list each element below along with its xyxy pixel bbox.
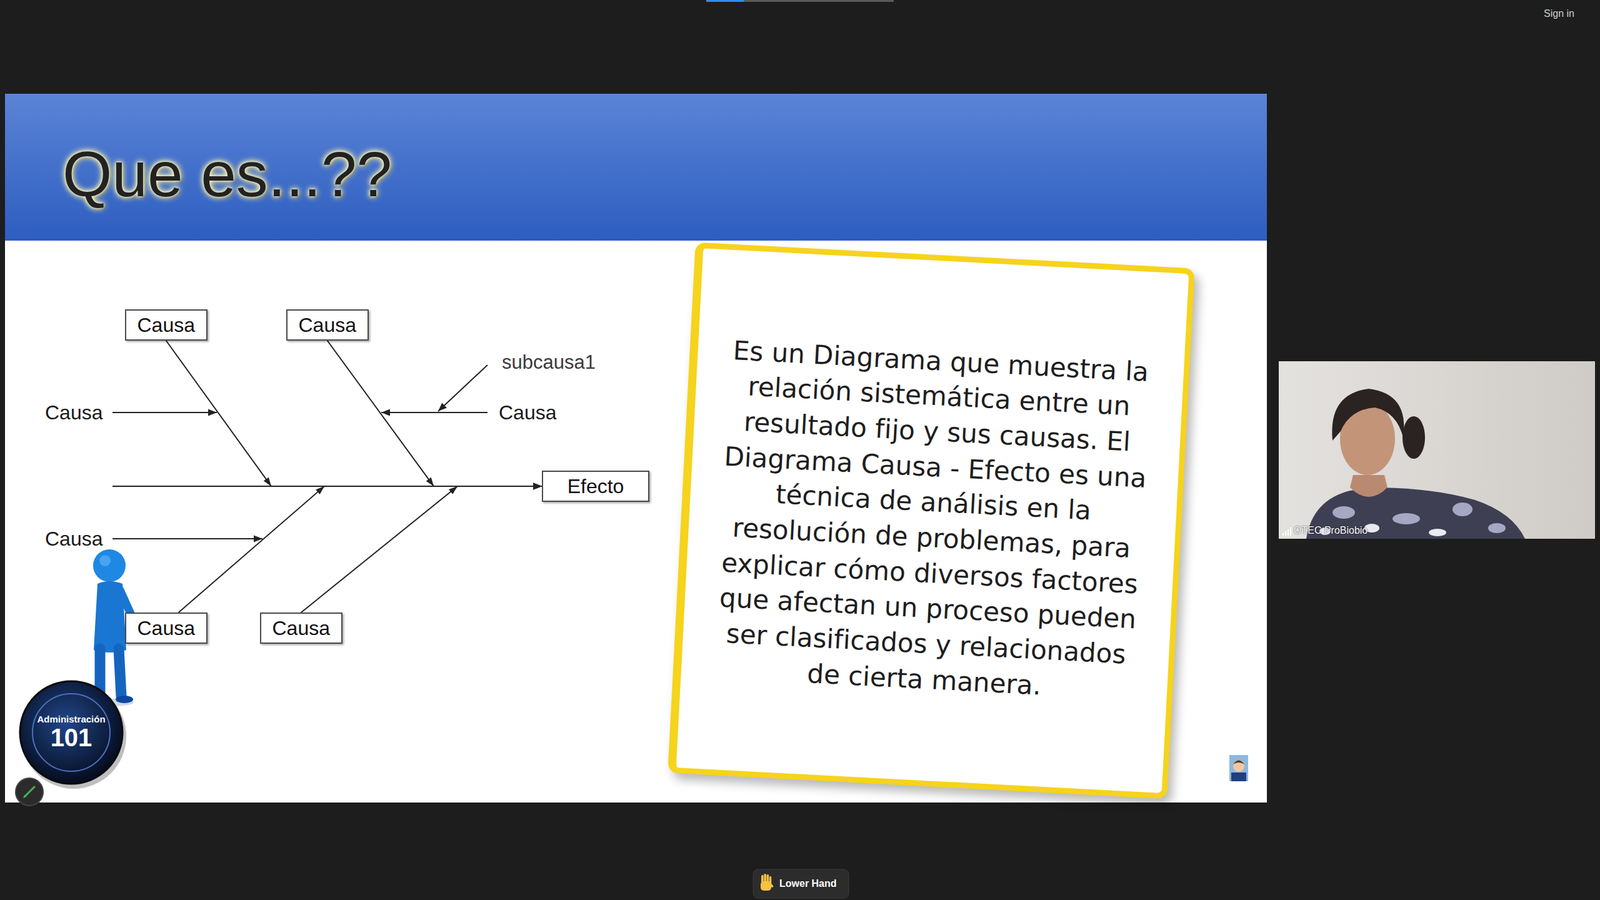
fishbone-bone bbox=[301, 486, 542, 613]
fishbone-bone bbox=[166, 340, 542, 487]
cause-text: Causa bbox=[137, 616, 196, 640]
definition-callout: Es un Diagrama que muestra la relación s… bbox=[667, 242, 1195, 800]
fishbone-lines bbox=[112, 365, 488, 539]
progress-bar bbox=[706, 0, 894, 2]
logo-badge-art bbox=[20, 681, 127, 789]
cause-text: Causa bbox=[298, 313, 357, 337]
junction-arrowhead bbox=[315, 486, 325, 495]
slide-title: Que es...?? bbox=[62, 142, 392, 207]
cause-label: Causa bbox=[498, 401, 557, 425]
slide bbox=[5, 93, 1267, 803]
junction-arrowhead bbox=[426, 477, 434, 487]
avatar-icon bbox=[1229, 755, 1249, 782]
video-tile: OTEC ProBiobio bbox=[1278, 361, 1595, 539]
cause-label: Causa bbox=[45, 527, 104, 551]
cause-text: Causa bbox=[137, 313, 196, 337]
cause-box: Causa bbox=[125, 309, 209, 341]
logo-text: 101 bbox=[50, 724, 93, 751]
spine bbox=[112, 485, 272, 487]
effect-text: Efecto bbox=[567, 475, 625, 499]
pencil-icon bbox=[15, 778, 44, 806]
definition-text: Es un Diagrama que muestra la relación s… bbox=[705, 332, 1160, 710]
subcause-line bbox=[438, 365, 488, 412]
cause-box: Causa bbox=[125, 612, 209, 644]
button-text: Lower Hand bbox=[779, 878, 837, 890]
ui-link: Sign in bbox=[1543, 8, 1575, 20]
fishbone-bone bbox=[178, 486, 542, 613]
video-tile-art bbox=[1278, 361, 1595, 539]
slide-header bbox=[5, 93, 1267, 241]
cause-line bbox=[381, 411, 488, 414]
progress-fill bbox=[706, 0, 744, 2]
cause-line bbox=[112, 538, 263, 540]
effect-box: Efecto bbox=[541, 470, 650, 502]
lower-hand-button: Lower Hand bbox=[753, 869, 849, 899]
button-art bbox=[753, 869, 849, 899]
logo-badge: Administración101 bbox=[24, 714, 119, 751]
logo-text: Administración bbox=[36, 714, 105, 725]
cause-text: Causa bbox=[272, 616, 331, 640]
subcause-label: subcausa1 bbox=[501, 351, 596, 374]
cause-label: Causa bbox=[45, 401, 104, 425]
participant-name: OTEC ProBiobio bbox=[1293, 525, 1368, 537]
cause-line bbox=[112, 411, 217, 414]
cause-box: Causa bbox=[286, 309, 370, 341]
junction-arrowhead bbox=[263, 477, 272, 487]
cause-box: Causa bbox=[260, 612, 344, 644]
junction-arrowhead bbox=[448, 486, 458, 495]
